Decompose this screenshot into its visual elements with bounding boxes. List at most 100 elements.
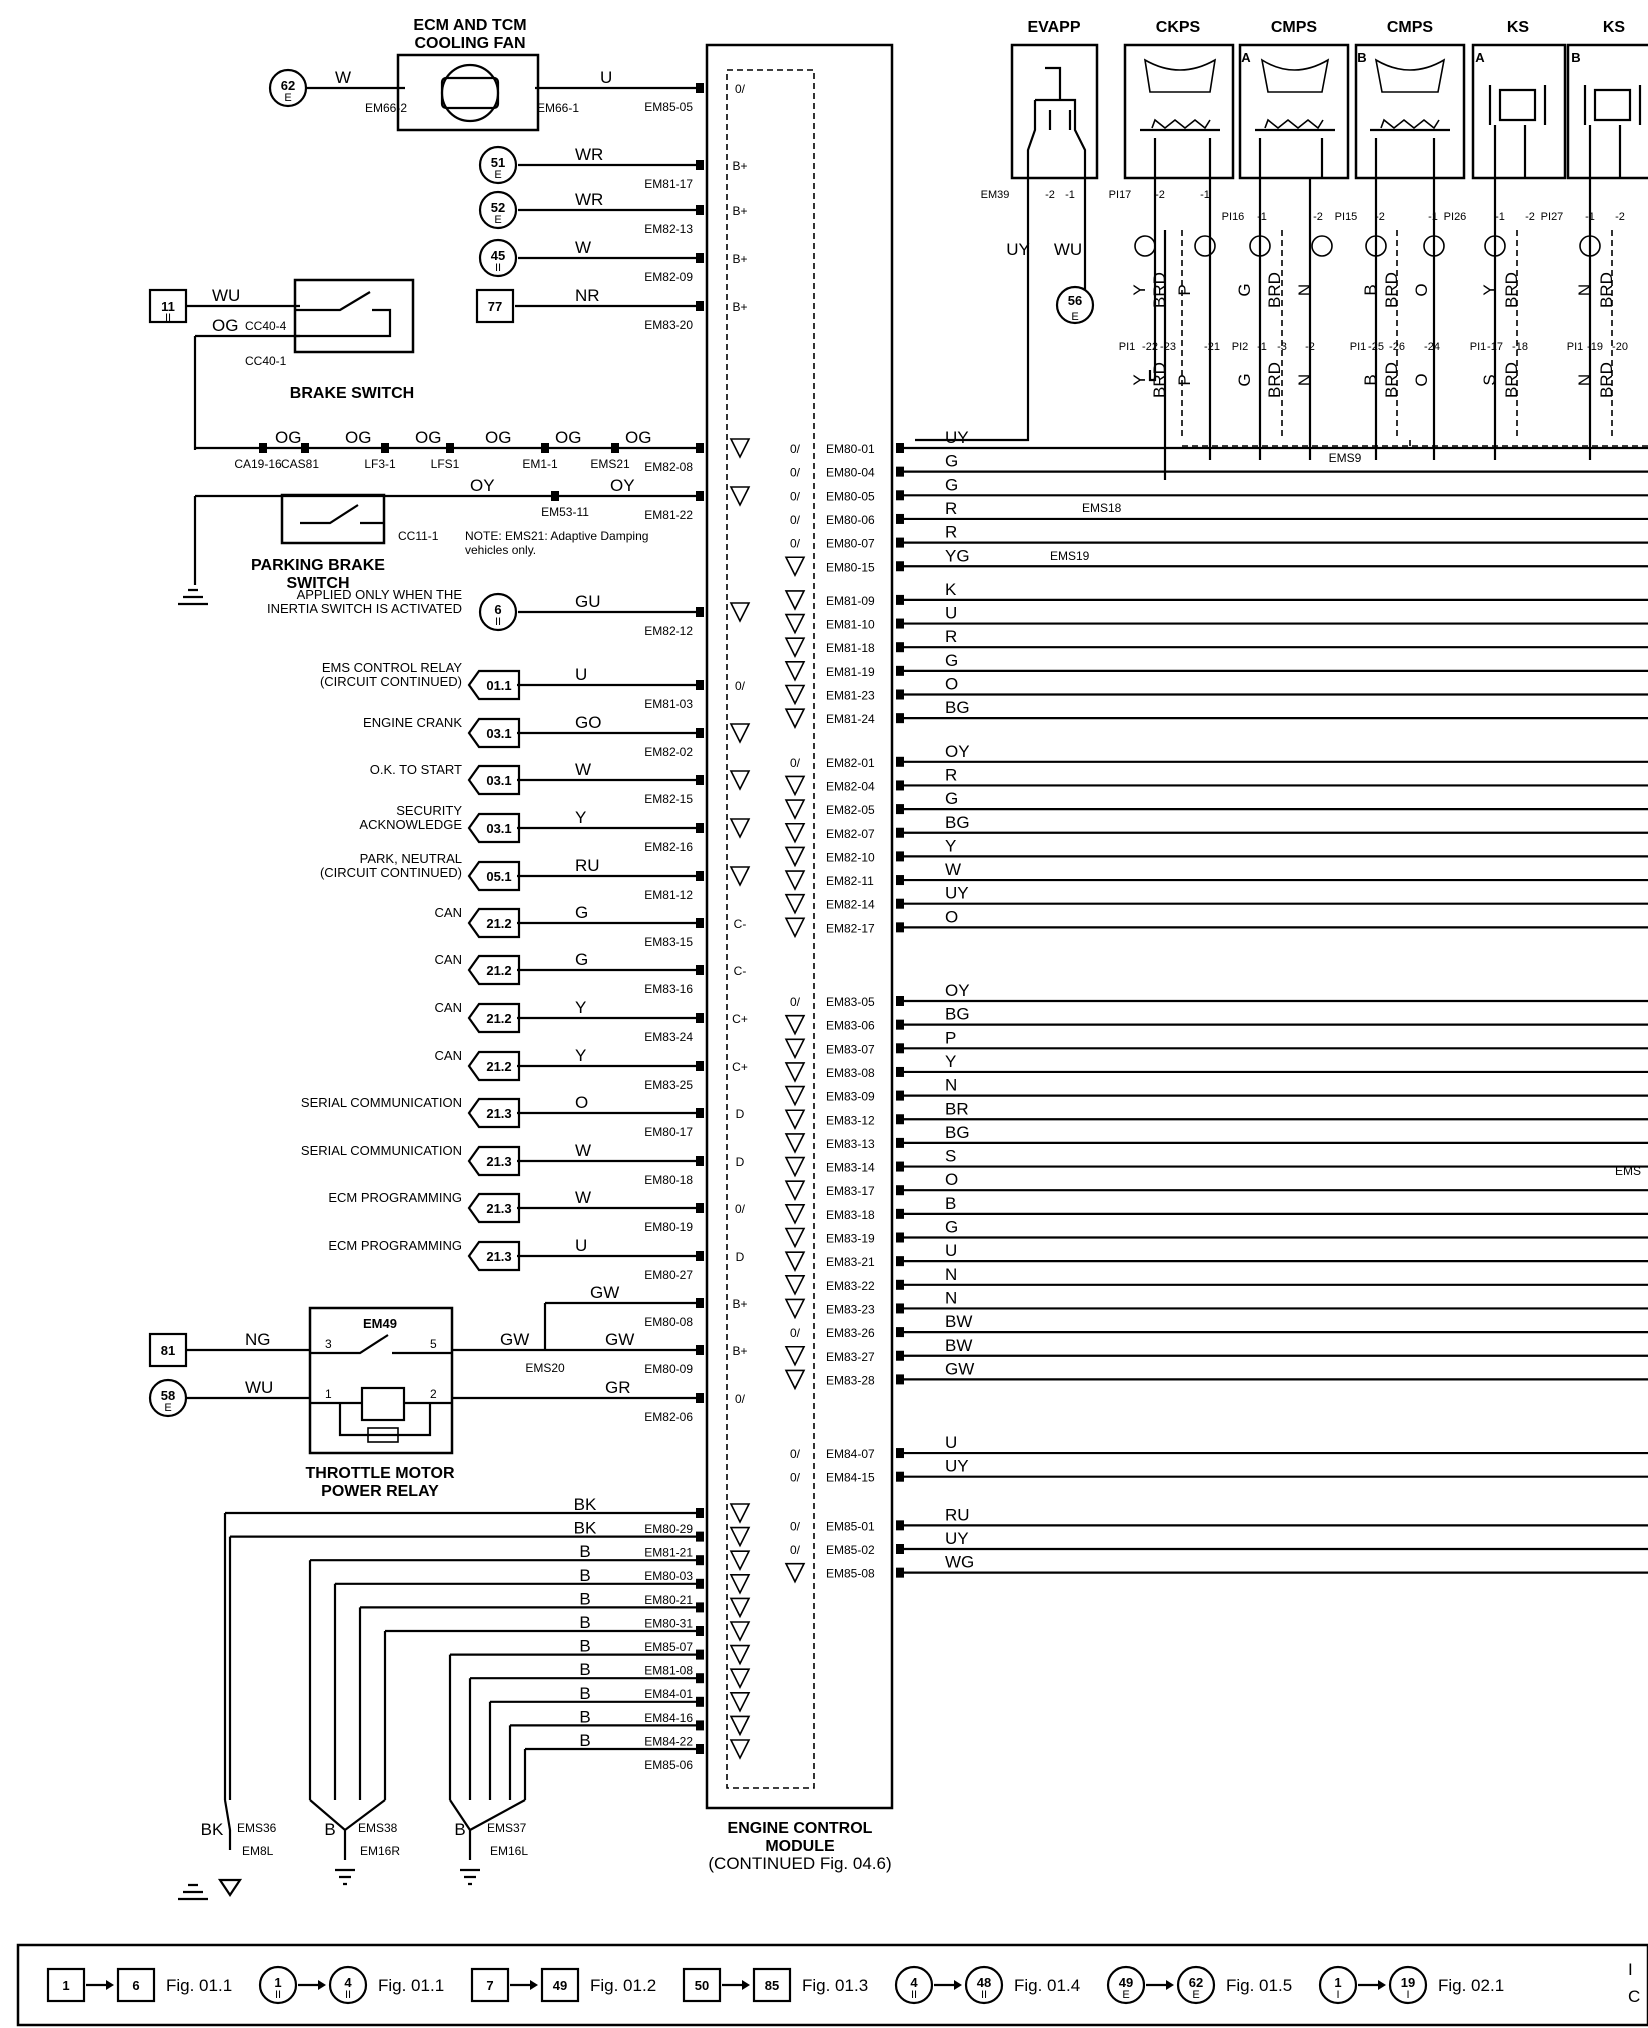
sensor-pin: -1 — [1200, 189, 1210, 201]
connector-tag-icon — [540, 1967, 580, 2003]
ground-wire-color: B — [579, 1660, 590, 1679]
wire-color: W — [335, 68, 351, 87]
ground-label: B — [454, 1820, 465, 1839]
wire-color: GW — [500, 1330, 529, 1349]
chain-pin: LFS1 — [431, 457, 460, 471]
parking-pin: CC11-1 — [398, 529, 439, 543]
ecm-pin-symbol: B+ — [732, 300, 747, 314]
vertical-wire-color: G — [1235, 373, 1254, 386]
ecm-pin-symbol — [729, 438, 751, 459]
connector-tag: 4 — [910, 1975, 918, 1990]
ecm-pin-symbol: D — [736, 1250, 745, 1264]
connector-tag-icon — [46, 1967, 86, 2003]
ecm-out-pin: EM83-26 — [826, 1326, 875, 1340]
ground-pin: EM80-03 — [644, 1569, 693, 1583]
ground-wire-color: B — [579, 1637, 590, 1656]
ecm-pin: EM81-22 — [644, 508, 693, 522]
sensor-pin: -2 — [1525, 211, 1535, 223]
connector-tag-sub: II — [981, 1989, 987, 2001]
ecm-pin-symbol — [729, 866, 751, 887]
sensor-pin: -1 — [1495, 211, 1505, 223]
connector-tag: 21.3 — [486, 1154, 511, 1169]
vertical-wire-color: B — [1361, 284, 1380, 295]
wire-color: RU — [575, 856, 600, 875]
wire-color: OG — [275, 428, 301, 447]
relay-name: EM49 — [363, 1316, 397, 1331]
ecm-out-pin: EM83-17 — [826, 1184, 875, 1198]
ecm-title: (CONTINUED Fig. 04.6) — [708, 1854, 891, 1873]
ecm-out-color: N — [945, 1076, 957, 1095]
ground-pin: EM80-29 — [644, 1522, 693, 1536]
ecm-out-pin: EM80-05 — [826, 489, 875, 503]
connector-tag: 85 — [765, 1978, 779, 1993]
vertical-wire-color: BRD — [1150, 272, 1169, 308]
wire-color: OY — [470, 476, 495, 495]
ecm-pin: EM80-19 — [644, 1220, 693, 1234]
fan-pin: EM66-2 — [365, 101, 407, 115]
wire-color: Y — [575, 1046, 586, 1065]
wire-color: NR — [575, 286, 600, 305]
ks-a-box — [1471, 43, 1567, 180]
ecm-out-color: U — [945, 604, 957, 623]
pi-pin: -21 — [1204, 341, 1220, 353]
splice-label: EMS19 — [1050, 549, 1090, 563]
ecm-out-color: O — [945, 675, 958, 694]
brake-pin: CC40-1 — [245, 354, 287, 368]
legend-tail: C — [1628, 1987, 1640, 2006]
ground-wire — [223, 1511, 700, 1800]
wire-color: GW — [590, 1283, 619, 1302]
connector — [696, 301, 704, 311]
ecm-out-symbol — [784, 1180, 806, 1201]
connector-tag: 6 — [494, 602, 501, 617]
ecm-out-pin: EM83-21 — [826, 1255, 875, 1269]
pi-pin: -17 — [1487, 341, 1503, 353]
ecm-out-color: BW — [945, 1312, 972, 1331]
legend-arrow — [318, 1980, 326, 1990]
vertical-wire-color: Y — [1130, 374, 1149, 385]
ground-pin-symbol — [729, 1739, 751, 1760]
ecm-out-symbol — [784, 1275, 806, 1296]
wire-color: GO — [575, 713, 601, 732]
ecm-out-color: BR — [945, 1099, 969, 1118]
evapp-box — [1010, 43, 1099, 180]
ecm-out-symbol: 0/ — [790, 1519, 801, 1533]
ecm-out-symbol — [784, 775, 806, 797]
wire-color: GW — [605, 1330, 634, 1349]
ecm-out-color: R — [945, 627, 957, 646]
ground-wire-color: B — [579, 1613, 590, 1632]
wire-color: OG — [485, 428, 511, 447]
connector-tag: 77 — [488, 299, 502, 314]
sensor-pin: -2 — [1313, 211, 1323, 223]
ecm-out-symbol: 0/ — [790, 442, 801, 456]
legend-fig: Fig. 01.4 — [1014, 1976, 1080, 1995]
ecm-out-pin: EM82-10 — [826, 850, 875, 864]
ecm-out-symbol — [784, 822, 806, 844]
ecm-pin-symbol — [729, 602, 751, 623]
ecm-pin-symbol: C+ — [732, 1060, 748, 1074]
sensor-pin: -2 — [1615, 211, 1625, 223]
sensor-pin: -2 — [1375, 211, 1385, 223]
connector — [696, 728, 704, 738]
ground-pin: EM81-08 — [644, 1664, 693, 1678]
vertical-wire-color: N — [1295, 374, 1314, 386]
ground-pin: EM80-21 — [644, 1593, 693, 1607]
brake-switch-box — [293, 278, 415, 354]
ecm-out-pin: EM83-12 — [826, 1113, 875, 1127]
connector-tag-sub: II — [911, 1989, 917, 2001]
ecm-title: MODULE — [765, 1838, 835, 1855]
connector-tag: 62 — [281, 78, 295, 93]
ecm-pin: EM85-05 — [644, 100, 693, 114]
evapp-wire-color: UY — [1006, 240, 1030, 259]
vertical-wire-color: BRD — [1382, 362, 1401, 398]
ecm-out-pin: EM80-15 — [826, 560, 875, 574]
ecm-out-pin: EM83-09 — [826, 1090, 875, 1104]
connector — [541, 443, 549, 453]
connector-tag-sub: II — [345, 1989, 351, 2001]
ecm-out-symbol: 0/ — [790, 756, 801, 770]
mid-pin: EM53-11 — [541, 505, 589, 519]
ecm-out-symbol: 0/ — [790, 1543, 801, 1557]
chain-pin: LF3-1 — [364, 457, 396, 471]
ground-pin-symbol — [729, 1644, 751, 1666]
connector-tag: 21.2 — [486, 1011, 511, 1026]
wire-color: Y — [575, 808, 586, 827]
